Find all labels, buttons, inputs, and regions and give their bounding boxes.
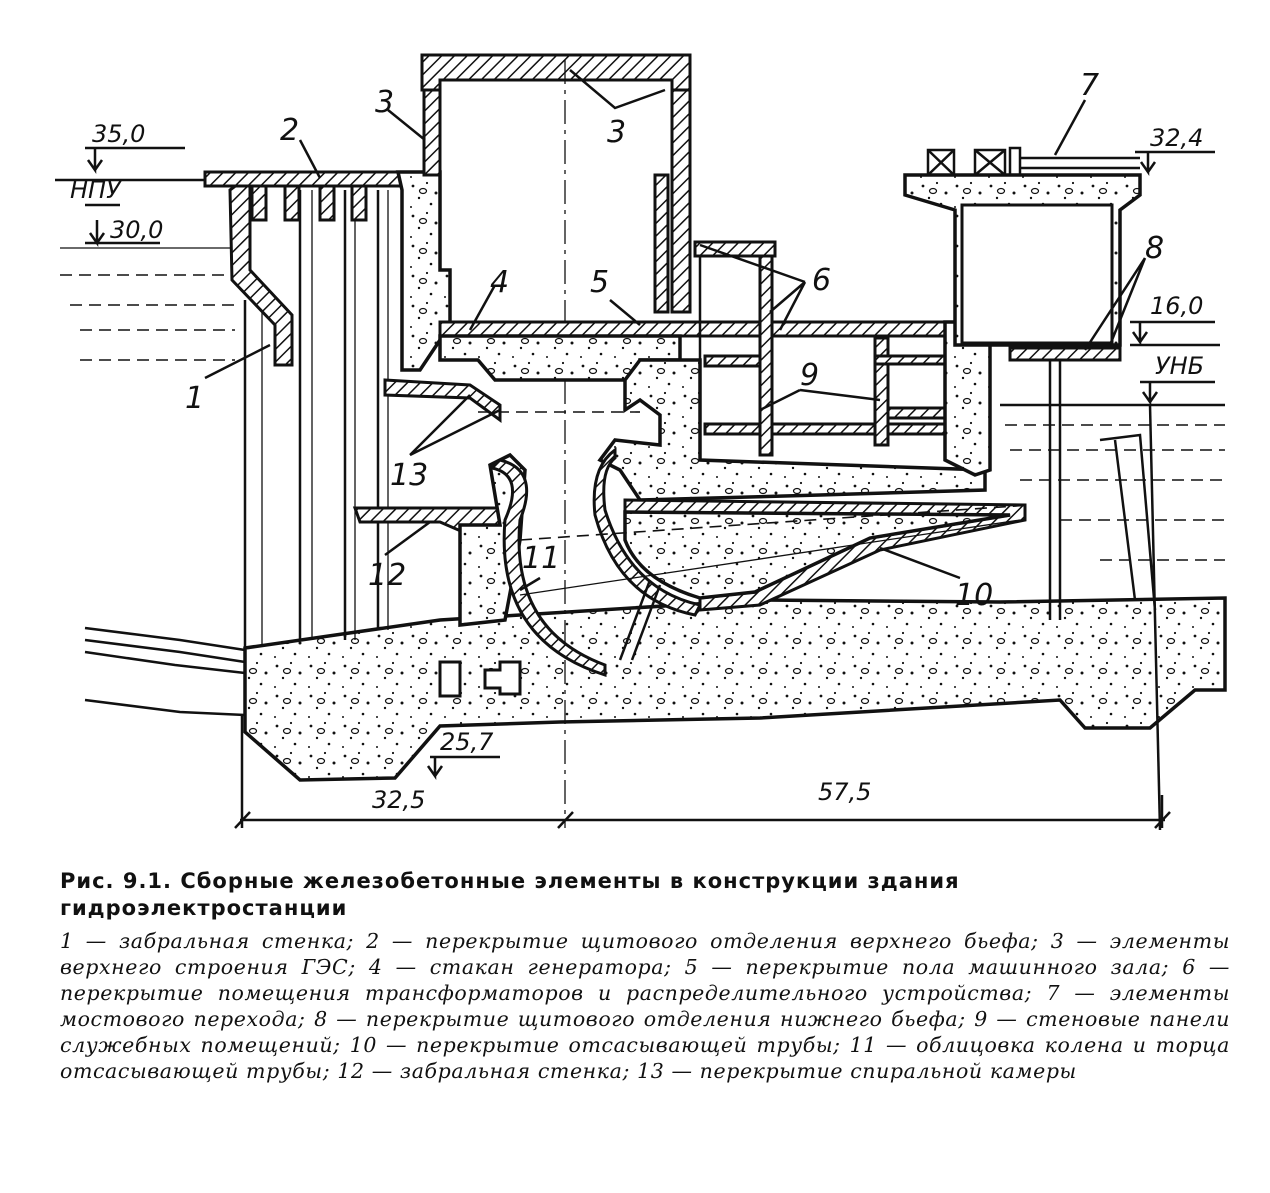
- crane-column: [653, 173, 670, 314]
- dimension-right: 57,5: [818, 778, 871, 806]
- callout-12: 12: [368, 558, 406, 593]
- callout-6: 6: [812, 263, 831, 298]
- callout-8: 8: [1145, 231, 1164, 266]
- superstructure-roof: [420, 53, 692, 92]
- gate-shafts: [243, 190, 389, 650]
- svg-text:30,0: 30,0: [110, 216, 163, 244]
- callout-3a: 3: [375, 85, 394, 120]
- svg-text:НПУ: НПУ: [70, 176, 122, 204]
- machine-hall-floor: [438, 320, 967, 338]
- elevation-marker-unb: УНБ: [1140, 352, 1215, 406]
- caption-legend: 1 — забральная стенка; 2 — перекрытие щи…: [60, 929, 1230, 1083]
- caption-title: Рис. 9.1. Сборные железобетонные элемент…: [60, 869, 960, 920]
- superstructure-right-column: [670, 88, 692, 314]
- spiral-case-deck: [383, 378, 502, 423]
- callout-labels: 1 2 3 3 4 5 6 7 8 9 10 11 12 13: [185, 68, 1164, 613]
- deck-ribs: [250, 184, 368, 222]
- callout-10: 10: [955, 578, 993, 613]
- bridge-railing: [926, 146, 1140, 177]
- elevation-marker-35: 35,0: [85, 120, 185, 174]
- upstream-trash-wall: [228, 172, 294, 367]
- elevation-marker-npu: НПУ: [70, 176, 122, 207]
- callout-3b: 3: [607, 115, 626, 150]
- drain-gallery-1: [438, 660, 462, 698]
- callout-5: 5: [590, 265, 609, 300]
- downstream-gate-room-deck: [1008, 346, 1122, 362]
- callout-11: 11: [522, 541, 560, 576]
- elevation-marker-32-4: 32,4: [1135, 124, 1215, 176]
- svg-text:16,0: 16,0: [1150, 292, 1203, 320]
- draft-tube-elbow-lining: [488, 458, 607, 678]
- svg-text:35,0: 35,0: [92, 120, 145, 148]
- callout-7: 7: [1080, 68, 1099, 103]
- callout-4: 4: [490, 265, 509, 300]
- svg-text:УНБ: УНБ: [1155, 352, 1204, 380]
- elevation-marker-25-7: 25,7: [426, 728, 500, 780]
- upstream-gate-room-deck: [203, 170, 412, 188]
- downstream-water: [1000, 343, 1225, 561]
- service-room-panel: [770, 422, 947, 436]
- dimension-line: [234, 715, 1171, 829]
- callout-13: 13: [390, 458, 428, 493]
- leader-lines: [204, 69, 1147, 592]
- callout-2: 2: [280, 113, 299, 148]
- upstream-water: [55, 178, 235, 361]
- callout-1: 1: [185, 381, 204, 416]
- figure-caption: Рис. 9.1. Сборные железобетонные элемент…: [60, 868, 1230, 1084]
- superstructure-left-column: [422, 88, 442, 177]
- drain-gallery-2: [483, 660, 522, 696]
- foundation-slab: [243, 596, 1227, 782]
- svg-text:32,4: 32,4: [1150, 124, 1203, 152]
- callout-9: 9: [800, 358, 819, 393]
- inlet-pipe: [84, 626, 246, 717]
- transformer-room-deck: [693, 240, 777, 258]
- elevation-marker-16: 16,0: [1130, 292, 1215, 346]
- svg-text:25,7: 25,7: [440, 728, 494, 756]
- dimension-left: 32,5: [372, 786, 425, 814]
- hydro-plant-cross-section: 35,0 НПУ 30,0 32,4 16,0 УНБ 25,7 32,5: [55, 53, 1227, 831]
- elevation-marker-30: 30,0: [85, 216, 163, 247]
